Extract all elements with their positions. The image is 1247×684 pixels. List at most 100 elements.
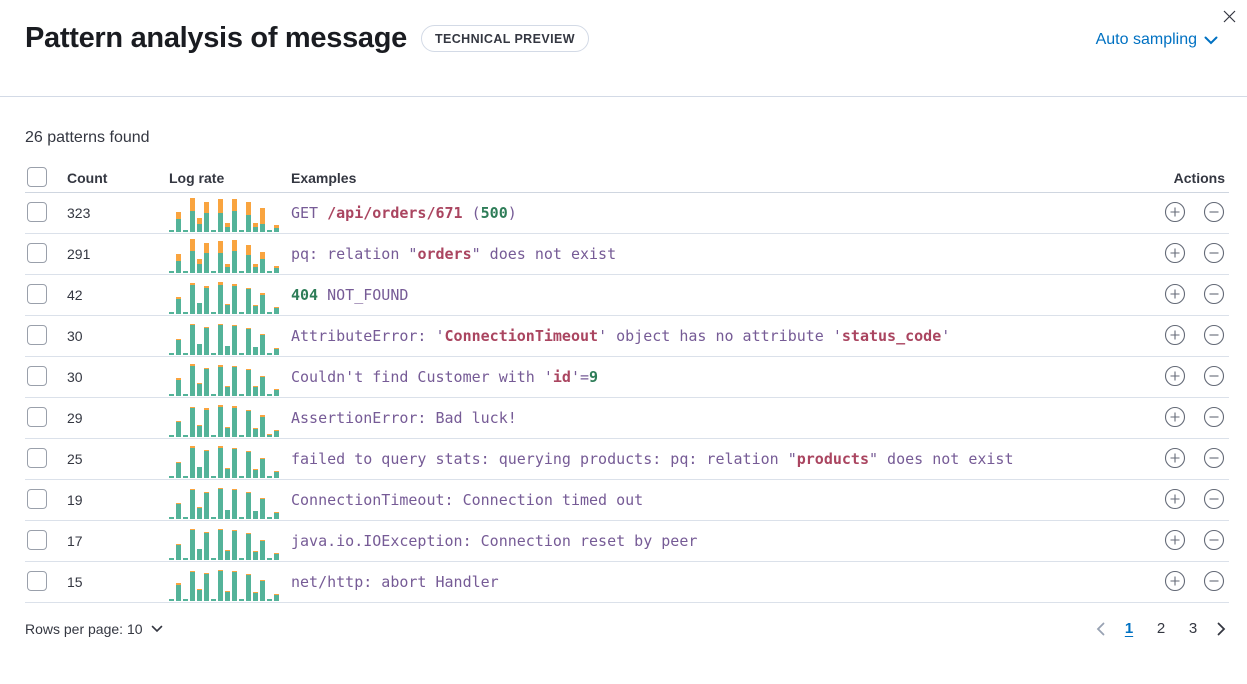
plus-in-circle-icon <box>1164 324 1186 346</box>
filter-out-pattern-button[interactable] <box>1203 488 1225 510</box>
chevron-down-icon <box>1204 36 1218 45</box>
log-rate-sparkline <box>169 238 279 273</box>
log-rate-sparkline <box>169 362 279 396</box>
row-checkbox[interactable] <box>27 325 47 345</box>
column-header-examples: Examples <box>291 169 357 186</box>
minus-in-circle-icon <box>1203 365 1225 387</box>
log-rate-sparkline <box>169 485 279 519</box>
patterns-found-count: 26 patterns found <box>25 129 150 146</box>
rows-per-page-label: Rows per page: 10 <box>25 620 143 637</box>
plus-in-circle-icon <box>1164 201 1186 223</box>
sampling-dropdown[interactable]: Auto sampling <box>1096 31 1218 49</box>
example-text: net/http: abort Handler <box>291 573 499 591</box>
filter-out-pattern-button[interactable] <box>1203 447 1225 469</box>
filter-out-pattern-button[interactable] <box>1203 283 1225 305</box>
count-cell: 15 <box>67 574 83 590</box>
example-text: Couldn't find Customer with 'id'=9 <box>291 368 599 386</box>
technical-preview-badge: TECHNICAL PREVIEW <box>420 25 589 52</box>
count-cell: 25 <box>67 451 83 467</box>
count-cell: 30 <box>67 328 83 344</box>
table-row: 15 net/http: abort Handler <box>25 562 1229 603</box>
sampling-dropdown-label: Auto sampling <box>1095 31 1197 48</box>
row-checkbox[interactable] <box>27 243 47 263</box>
table-row: 291 pq: relation "orders" does not exist <box>25 234 1229 275</box>
plus-in-circle-icon <box>1164 283 1186 305</box>
filter-in-pattern-button[interactable] <box>1164 365 1186 387</box>
plus-in-circle-icon <box>1164 488 1186 510</box>
filter-out-pattern-button[interactable] <box>1203 201 1225 223</box>
close-icon <box>1222 9 1237 24</box>
filter-out-pattern-button[interactable] <box>1203 529 1225 551</box>
row-checkbox[interactable] <box>27 571 47 591</box>
count-cell: 30 <box>67 369 83 385</box>
filter-out-pattern-button[interactable] <box>1203 365 1225 387</box>
next-page-button[interactable] <box>1214 621 1229 637</box>
example-text: pq: relation "orders" does not exist <box>291 245 617 263</box>
filter-in-pattern-button[interactable] <box>1164 283 1186 305</box>
count-cell: 42 <box>67 287 83 303</box>
filter-out-pattern-button[interactable] <box>1203 324 1225 346</box>
table-row: 17 java.io.IOException: Connection reset… <box>25 521 1229 562</box>
table-row: 30 AttributeError: 'ConnectionTimeout' o… <box>25 316 1229 357</box>
page-number-3[interactable]: 3 <box>1182 620 1204 637</box>
minus-in-circle-icon <box>1203 406 1225 428</box>
log-rate-sparkline <box>169 567 279 601</box>
minus-in-circle-icon <box>1203 570 1225 592</box>
table-row: 323 GET /api/orders/671 (500) <box>25 193 1229 234</box>
log-rate-sparkline <box>169 197 279 232</box>
column-header-log-rate: Log rate <box>169 169 225 186</box>
minus-in-circle-icon <box>1203 283 1225 305</box>
select-all-checkbox[interactable] <box>27 166 47 187</box>
page-number-2[interactable]: 2 <box>1150 620 1172 637</box>
row-checkbox[interactable] <box>27 366 47 386</box>
plus-in-circle-icon <box>1164 570 1186 592</box>
row-checkbox[interactable] <box>27 284 47 304</box>
log-rate-sparkline <box>169 526 279 560</box>
filter-in-pattern-button[interactable] <box>1164 570 1186 592</box>
minus-in-circle-icon <box>1203 529 1225 551</box>
example-text: AttributeError: 'ConnectionTimeout' obje… <box>291 327 951 345</box>
table-header-row: Count Log rate Examples Actions <box>25 163 1229 193</box>
filter-in-pattern-button[interactable] <box>1164 242 1186 264</box>
table-row: 42 404 NOT_FOUND <box>25 275 1229 316</box>
row-checkbox[interactable] <box>27 407 47 427</box>
filter-in-pattern-button[interactable] <box>1164 324 1186 346</box>
plus-in-circle-icon <box>1164 529 1186 551</box>
log-rate-sparkline <box>169 321 279 355</box>
table-row: 30 Couldn't find Customer with 'id'=9 <box>25 357 1229 398</box>
minus-in-circle-icon <box>1203 488 1225 510</box>
filter-out-pattern-button[interactable] <box>1203 406 1225 428</box>
rows-per-page-button[interactable]: Rows per page: 10 <box>25 621 163 637</box>
column-header-count: Count <box>67 169 108 186</box>
filter-in-pattern-button[interactable] <box>1164 201 1186 223</box>
example-text: java.io.IOException: Connection reset by… <box>291 532 698 550</box>
filter-in-pattern-button[interactable] <box>1164 529 1186 551</box>
row-checkbox[interactable] <box>27 202 47 222</box>
row-checkbox[interactable] <box>27 448 47 468</box>
plus-in-circle-icon <box>1164 242 1186 264</box>
filter-in-pattern-button[interactable] <box>1164 406 1186 428</box>
table-body: 323 GET /api/orders/671 (500) 291 pq <box>25 193 1229 603</box>
plus-in-circle-icon <box>1164 365 1186 387</box>
chevron-left-icon <box>1095 621 1106 637</box>
chevron-down-icon <box>151 625 163 633</box>
flyout-header: Pattern analysis of message TECHNICAL PR… <box>0 0 1247 97</box>
plus-in-circle-icon <box>1164 406 1186 428</box>
filter-in-pattern-button[interactable] <box>1164 488 1186 510</box>
filter-out-pattern-button[interactable] <box>1203 242 1225 264</box>
example-text: GET /api/orders/671 (500) <box>291 204 517 222</box>
row-checkbox[interactable] <box>27 530 47 550</box>
page-number-1[interactable]: 1 <box>1118 620 1140 637</box>
minus-in-circle-icon <box>1203 447 1225 469</box>
page-title: Pattern analysis of message <box>25 22 407 54</box>
row-checkbox[interactable] <box>27 489 47 509</box>
previous-page-button[interactable] <box>1093 621 1108 637</box>
count-cell: 291 <box>67 246 91 262</box>
filter-in-pattern-button[interactable] <box>1164 447 1186 469</box>
count-cell: 17 <box>67 533 83 549</box>
filter-out-pattern-button[interactable] <box>1203 570 1225 592</box>
close-button[interactable] <box>1218 5 1240 27</box>
